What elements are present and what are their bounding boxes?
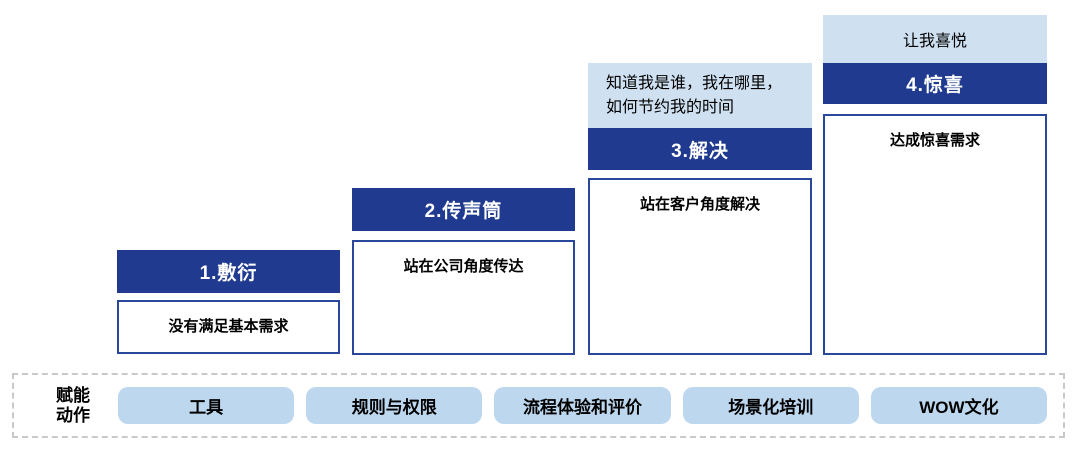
step-2-header: 2.传声筒 bbox=[352, 188, 575, 231]
action-pill-rules-permissions: 规则与权限 bbox=[306, 387, 483, 424]
step-2-body: 站在公司角度传达 bbox=[352, 240, 575, 355]
step-3-body: 站在客户角度解决 bbox=[588, 178, 812, 355]
step-3-callout: 知道我是谁，我在哪里， 如何节约我的时间 bbox=[588, 63, 812, 128]
action-pill-process-experience-evaluation: 流程体验和评价 bbox=[494, 387, 671, 424]
step-4-header: 4.惊喜 bbox=[823, 63, 1047, 104]
step-1-header: 1.敷衍 bbox=[117, 250, 340, 293]
action-pill-wow-culture: WOW文化 bbox=[870, 387, 1048, 424]
action-pill-scenario-training: 场景化培训 bbox=[682, 387, 859, 424]
step-3-callout-line-2: 如何节约我的时间 bbox=[606, 99, 735, 116]
step-3-header: 3.解决 bbox=[588, 128, 812, 170]
action-pills: 工具 规则与权限 流程体验和评价 场景化培训 WOW文化 bbox=[118, 387, 1048, 424]
band-label: 赋能 动作 bbox=[30, 375, 116, 436]
step-4-callout: 让我喜悦 bbox=[823, 15, 1047, 63]
step-1-body: 没有满足基本需求 bbox=[117, 300, 340, 354]
step-4-body: 达成惊喜需求 bbox=[823, 114, 1047, 355]
action-pill-tools: 工具 bbox=[118, 387, 295, 424]
step-3-callout-line-1: 知道我是谁，我在哪里， bbox=[606, 75, 783, 92]
band-label-line-1: 赋能 bbox=[56, 385, 90, 405]
band-label-line-2: 动作 bbox=[56, 405, 90, 425]
enable-actions-band: 赋能 动作 工具 规则与权限 流程体验和评价 场景化培训 WOW文化 bbox=[12, 373, 1065, 438]
